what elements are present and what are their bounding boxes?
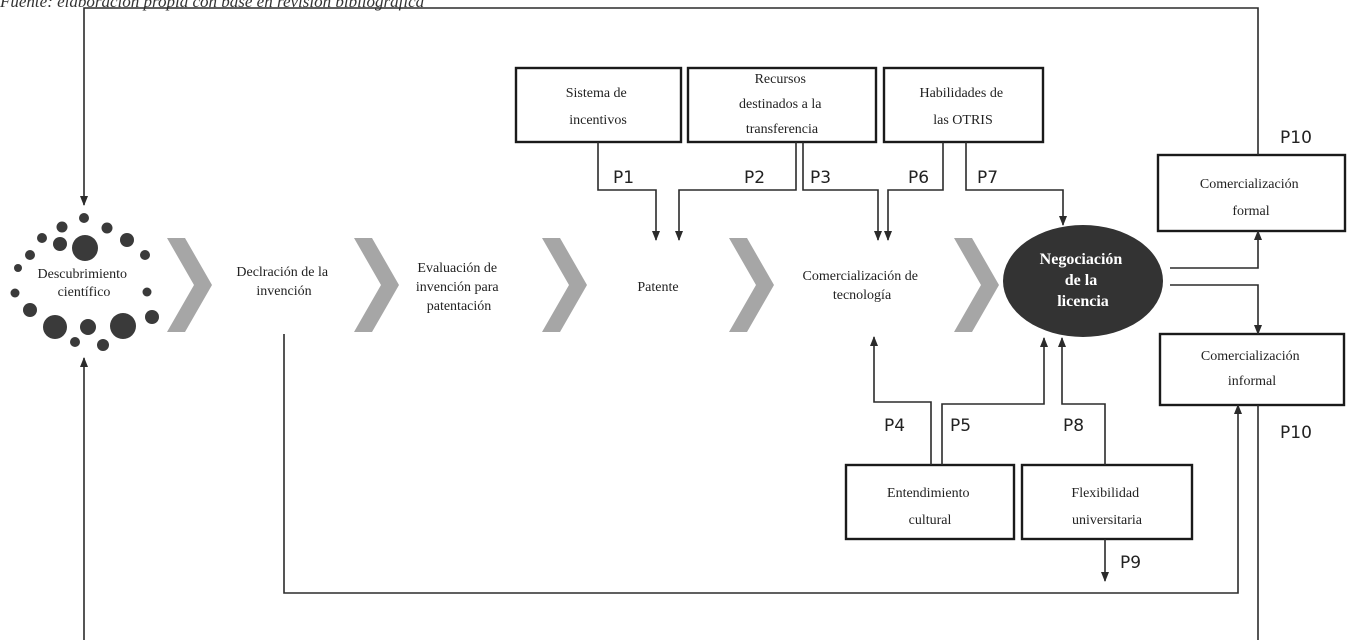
box-formal — [1156, 153, 1347, 233]
box-cultural-label: Entendimiento cultural — [887, 486, 973, 528]
box-informal — [1158, 332, 1346, 407]
stage-patent: Patente — [637, 280, 678, 295]
box-incentives — [514, 66, 683, 144]
stage-commercialization: Comercialización de tecnología — [803, 269, 922, 303]
box-resources — [686, 66, 878, 144]
negotiation-ellipse — [1003, 225, 1163, 337]
box-informal-label: Comercialización informal — [1201, 349, 1303, 389]
prop-p3: P3 — [810, 168, 831, 188]
stage-evaluation: Evaluación de invención para patentación — [416, 261, 502, 314]
chevron-2 — [354, 238, 399, 332]
box-resources-label: Recursos destinados a la transferencia — [739, 72, 825, 137]
feedback-loop-top — [80, 7, 1259, 206]
prop-p8: P8 — [1063, 416, 1084, 436]
box-skills-label: Habilidades de las OTRIS — [919, 86, 1006, 128]
stage-negotiation: Negociación de la licencia — [1040, 251, 1127, 310]
chevron-3 — [542, 238, 587, 332]
prop-p10-bottom: P10 — [1280, 423, 1312, 443]
box-flexibility-label: Flexibilidad universitaria — [1071, 486, 1142, 528]
box-formal-label: Comercialización formal — [1200, 177, 1302, 219]
prop-p2: P2 — [744, 168, 765, 188]
connectors — [80, 7, 1262, 640]
box-incentives-label: Sistema de incentivos — [566, 86, 631, 128]
box-cultural — [844, 463, 1016, 541]
discovery-dot-cluster — [10, 213, 159, 351]
prop-p7: P7 — [977, 168, 998, 188]
prop-p1: P1 — [613, 168, 634, 188]
chevron-5 — [954, 238, 999, 332]
prop-p4: P4 — [884, 416, 905, 436]
prop-p6: P6 — [908, 168, 929, 188]
box-skills — [882, 66, 1045, 144]
box-flexibility — [1020, 463, 1194, 541]
stage-discovery: Descubrimiento científico — [38, 267, 131, 300]
chevron-4 — [729, 238, 774, 332]
prop-p9: P9 — [1120, 553, 1141, 573]
chevron-1 — [167, 238, 212, 332]
prop-p5: P5 — [950, 416, 971, 436]
prop-p10-top: P10 — [1280, 128, 1312, 148]
figure-caption: Fuente: elaboración propia con base en r… — [0, 0, 424, 11]
stage-declaration: Declración de la invención — [236, 265, 331, 299]
process-chevrons — [167, 238, 999, 332]
